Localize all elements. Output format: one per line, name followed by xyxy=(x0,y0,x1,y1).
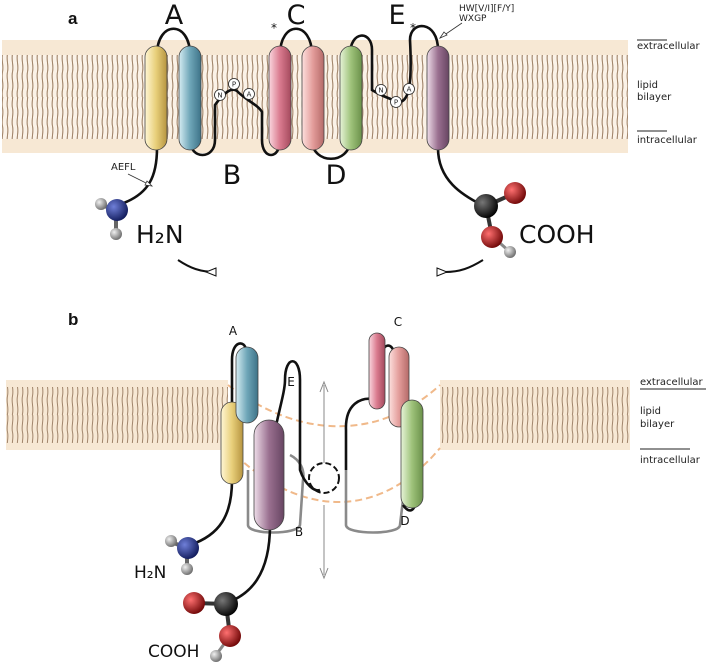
asterisk-e: * xyxy=(410,21,416,35)
loop-d-label: D xyxy=(326,160,347,191)
panel-a-label: a xyxy=(68,9,78,28)
motif-wxgp-label: WXGP xyxy=(459,14,487,24)
symmetry-arrow-right xyxy=(444,259,484,273)
c-terminus-label-b: COOH xyxy=(148,642,199,662)
loop-e-label-b: E xyxy=(287,375,295,389)
membrane-left-b xyxy=(6,380,228,450)
side-labels-a: extracellular lipid bilayer intracellula… xyxy=(637,39,701,146)
lipid-label-b: lipid xyxy=(640,406,661,417)
loop-a-label-b: A xyxy=(229,324,238,338)
amine-group-a xyxy=(95,198,128,240)
intracellular-label-b: intracellular xyxy=(640,455,701,466)
loop-a-label: A xyxy=(165,0,184,31)
npa-residue-label: A xyxy=(407,86,412,94)
helix-1-b xyxy=(220,401,244,485)
amine-group-b xyxy=(165,535,199,575)
helix-6-a xyxy=(426,45,450,151)
loop-d-label-b: D xyxy=(400,514,409,528)
npa-residue-label: P xyxy=(232,81,236,89)
helix-6-b xyxy=(253,419,285,531)
motif-hw-label: HW[V/I][F/Y] xyxy=(459,4,514,14)
loop-c-label-b: C xyxy=(394,315,402,329)
loop-b-label: B xyxy=(223,160,242,191)
npa-residue-label: A xyxy=(247,91,252,99)
npa-motif-1: N P A xyxy=(214,78,255,101)
loop-c-label: C xyxy=(287,0,306,31)
c-terminus-label-a: COOH xyxy=(519,220,595,249)
npa-residue-label: N xyxy=(378,87,383,95)
npa-motif-2: N P A xyxy=(375,83,415,108)
backbone-grey-b xyxy=(246,453,405,534)
helix-2-b xyxy=(235,346,259,424)
n-terminus-label-b: H₂N xyxy=(134,563,166,583)
npa-residue-label: P xyxy=(394,99,398,107)
loop-e-label: E xyxy=(388,0,405,31)
loop-b-label-b: B xyxy=(295,525,303,539)
helix-1-a xyxy=(144,45,168,151)
n-terminus-label-a: H₂N xyxy=(136,220,184,249)
asterisk-c: * xyxy=(271,21,277,35)
bilayer-label-a: bilayer xyxy=(637,92,672,103)
npa-pore xyxy=(308,462,340,494)
bilayer-label-b: bilayer xyxy=(640,419,675,430)
helix-3-a xyxy=(268,45,292,151)
carboxyl-group-b xyxy=(183,592,241,662)
panel-a: a A B C D E * * xyxy=(2,0,628,277)
npa-residue-label: N xyxy=(217,92,222,100)
extracellular-label-a: extracellular xyxy=(637,41,701,52)
helix-2-a xyxy=(178,45,202,151)
aefl-label: AEFL xyxy=(111,162,136,173)
lipid-label-a: lipid xyxy=(637,80,658,91)
panel-b-label: b xyxy=(68,310,78,329)
helix-4-a xyxy=(301,45,325,151)
panel-b: b A B xyxy=(6,310,630,662)
side-labels-b: extracellular lipid bilayer intracellula… xyxy=(640,377,706,466)
carboxyl-group-a xyxy=(474,182,526,258)
helix-5-a xyxy=(339,45,363,151)
extracellular-label-b: extracellular xyxy=(640,377,704,388)
helix-5-b xyxy=(400,399,424,509)
helix-3-b xyxy=(368,332,386,410)
membrane-right-b xyxy=(440,380,630,450)
backbone-a xyxy=(117,24,483,207)
intracellular-label-a: intracellular xyxy=(637,135,698,146)
